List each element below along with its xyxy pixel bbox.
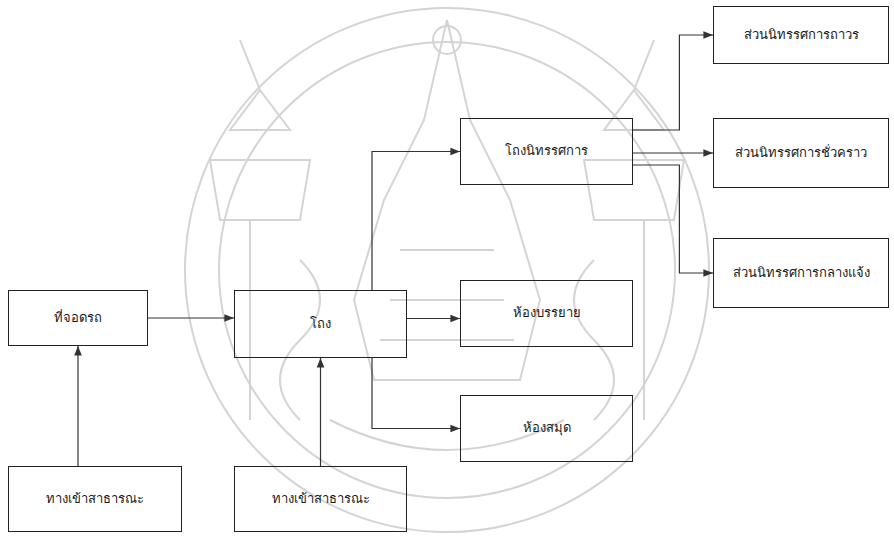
process-box: ห้องบรรยาย [460,280,633,347]
flow-arrow [320,358,321,466]
flow-arrow [148,317,234,318]
box-label: ทางเข้าสาธารณะ [266,491,376,508]
flow-arrow [633,35,713,130]
flow-arrow [633,165,713,273]
process-box: ห้องสมุด [460,395,633,462]
process-box: ทางเข้าสาธารณะ [234,466,407,532]
box-label: ส่วนนิทรรศการกลางแจ้ง [727,265,876,282]
box-label: ส่วนนิทรรศการถาวร [738,27,865,44]
flow-arrow [407,318,460,319]
box-label: ห้องสมุด [517,420,577,437]
box-label: ทางเข้าสาธารณะ [40,491,150,508]
flow-arrow [633,152,713,153]
box-label: ห้องบรรยาย [507,305,587,322]
process-box: ทางเข้าสาธารณะ [8,466,182,532]
flow-arrow [372,358,460,429]
process-box: ส่วนนิทรรศการถาวร [713,6,889,64]
process-box: ส่วนนิทรรศการชั่วคราว [713,118,889,188]
process-box: ส่วนนิทรรศการกลางแจ้ง [713,238,889,308]
process-box: โถงนิทรรศการ [460,118,633,185]
box-label: ส่วนนิทรรศการชั่วคราว [729,145,873,162]
box-label: โถงนิทรรศการ [499,143,594,160]
flow-arrow [372,152,460,291]
box-label: ที่จอดรถ [48,310,108,327]
process-box: ที่จอดรถ [8,290,148,346]
flow-arrow [77,346,78,466]
box-label: โถง [304,316,337,333]
process-box: โถง [234,290,407,358]
